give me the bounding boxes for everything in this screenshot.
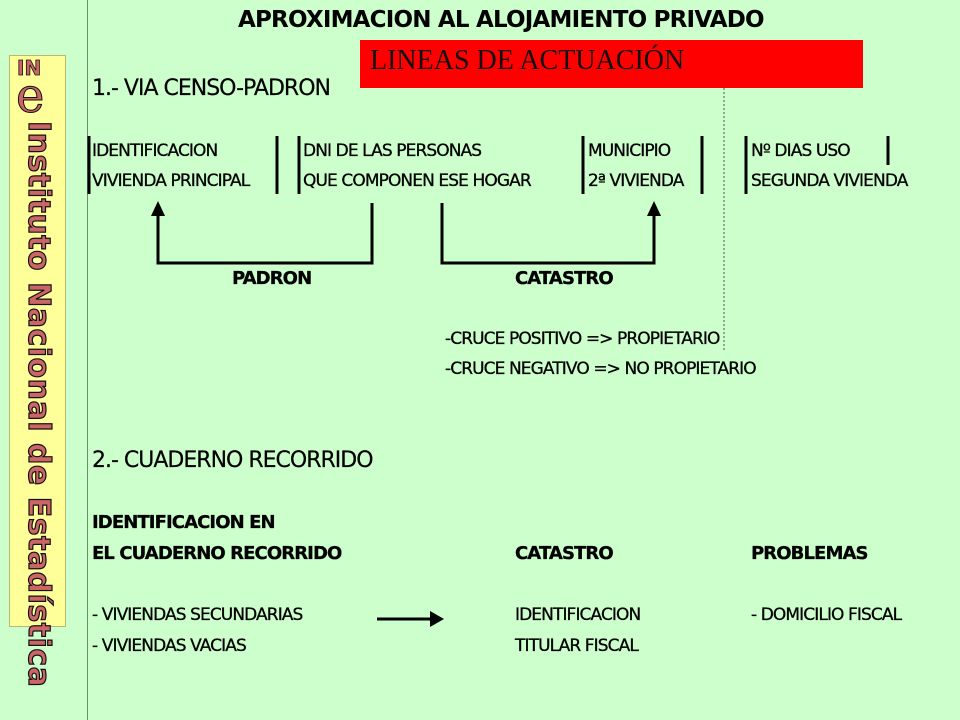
left-item: - VIVIENDAS VACIAS bbox=[92, 636, 247, 656]
catastro-header: CATASTRO bbox=[515, 543, 614, 564]
col1-line1: IDENTIFICACION bbox=[92, 141, 219, 161]
col2-line2: QUE COMPONEN ESE HOGAR bbox=[303, 171, 532, 191]
svg-text:e: e bbox=[16, 68, 44, 116]
cruce-negativo: -CRUCE NEGATIVO => NO PROPIETARIO bbox=[445, 359, 757, 379]
mid-item: TITULAR FISCAL bbox=[515, 636, 639, 656]
banner-lineas-actuacion: LINEAS DE ACTUACIÓN bbox=[360, 40, 863, 88]
problemas-header: PROBLEMAS bbox=[751, 543, 869, 564]
padron-connector bbox=[156, 203, 374, 265]
cruce-positivo: -CRUCE POSITIVO => PROPIETARIO bbox=[445, 329, 721, 349]
slide-title: APROXIMACION AL ALOJAMIENTO PRIVADO bbox=[238, 7, 765, 33]
col3-line1: MUNICIPIO bbox=[588, 141, 671, 161]
col1-line2: VIVIENDA PRINCIPAL bbox=[92, 171, 251, 191]
right-item: - DOMICILIO FISCAL bbox=[751, 605, 902, 625]
ine-logo-icon: IN e bbox=[16, 56, 45, 116]
col3-line2: 2ª VIVIENDA bbox=[588, 171, 685, 191]
padron-label: PADRON bbox=[232, 268, 312, 289]
catastro-connector bbox=[440, 203, 656, 265]
catastro-label: CATASTRO bbox=[515, 268, 614, 289]
col4-line2: SEGUNDA VIVIENDA bbox=[751, 171, 909, 191]
section1-heading: 1.- VIA CENSO-PADRON bbox=[92, 76, 331, 101]
section2-heading: 2.- CUADERNO RECORRIDO bbox=[92, 448, 374, 473]
arrow-right-icon bbox=[430, 611, 444, 627]
organization-name: Instituto Nacional de Estadística bbox=[20, 120, 56, 688]
col2-line1: DNI DE LAS PERSONAS bbox=[303, 141, 482, 161]
arrowhead-up-icon bbox=[151, 201, 165, 216]
left-item: - VIVIENDAS SECUNDARIAS bbox=[92, 605, 304, 625]
left-header-line2: EL CUADERNO RECORRIDO bbox=[92, 543, 343, 564]
arrowhead-up-icon bbox=[647, 201, 661, 216]
col4-line1: Nº DIAS USO bbox=[751, 141, 851, 161]
svg-text:IN: IN bbox=[17, 56, 41, 80]
left-header-line1: IDENTIFICACION EN bbox=[92, 512, 276, 533]
logo-panel bbox=[9, 55, 66, 627]
mid-item: IDENTIFICACION bbox=[515, 605, 642, 625]
